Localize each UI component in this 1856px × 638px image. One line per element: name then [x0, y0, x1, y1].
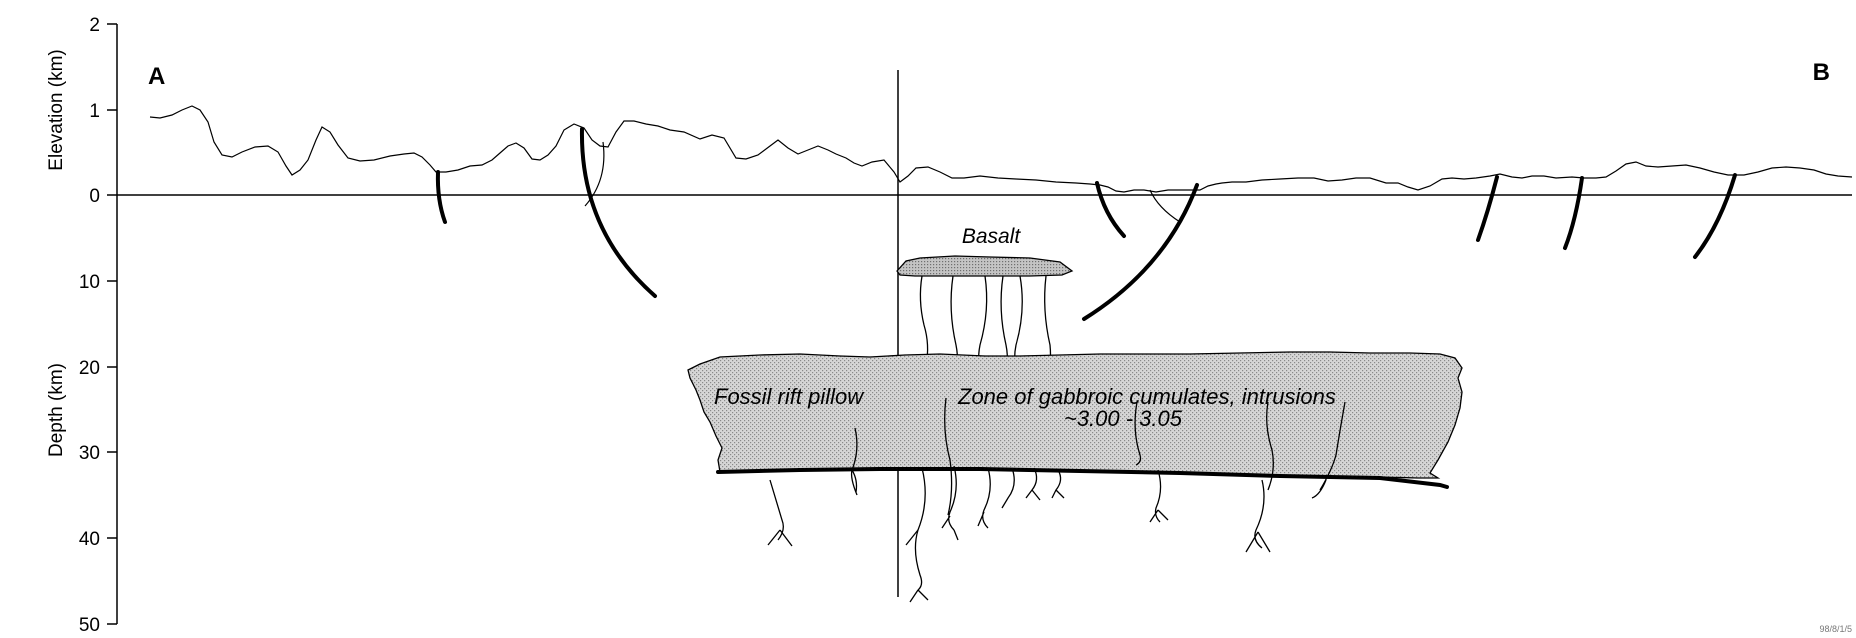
fault-line	[1563, 176, 1584, 250]
splay-line	[1149, 189, 1181, 223]
body-base-line	[716, 467, 1449, 489]
end-label-a: A	[148, 63, 165, 90]
depth-axis-label: Depth (km)	[46, 363, 67, 457]
fault-line	[1095, 181, 1126, 238]
dike	[977, 467, 991, 529]
basalt-label: Basalt	[962, 225, 1022, 248]
depth-tick-label: 30	[79, 443, 100, 464]
topography-profile	[149, 105, 1853, 193]
elevation-ticks: 2 1 0	[89, 15, 117, 207]
fault-line	[1693, 173, 1737, 259]
depth-ticks: 10 20 30 40 50	[79, 272, 117, 636]
splay-line	[584, 141, 605, 207]
elevation-axis-label: Elevation (km)	[46, 49, 67, 170]
depth-tick-label: 20	[79, 358, 100, 379]
dike	[1319, 401, 1346, 491]
fault-line	[1082, 183, 1199, 321]
dike	[1311, 479, 1327, 499]
dike	[1001, 467, 1015, 509]
dike	[1149, 469, 1169, 523]
depth-tick-label: 40	[79, 529, 100, 550]
end-label-b: B	[1813, 59, 1830, 86]
gabbroic-zone-label: Zone of gabbroic cumulates, intrusions	[957, 384, 1336, 409]
dike	[1266, 401, 1274, 491]
dike	[919, 275, 929, 366]
lower-dikes	[767, 465, 1327, 603]
dike	[1245, 479, 1271, 553]
dike	[944, 397, 953, 516]
figure-id: 98/8/1/5	[1819, 624, 1852, 634]
fault-line	[1476, 175, 1499, 242]
gabbroic-body	[687, 351, 1463, 479]
fault-line	[435, 170, 447, 224]
dike	[851, 469, 858, 493]
fault-line	[579, 127, 657, 298]
dike	[909, 589, 929, 603]
dike	[1051, 469, 1065, 499]
dike	[941, 465, 959, 541]
faults	[435, 127, 1737, 321]
dike	[905, 529, 919, 546]
elevation-tick-label: 2	[89, 15, 100, 36]
density-range-label: ~3.00 - 3.05	[1064, 406, 1183, 431]
depth-tick-label: 10	[79, 272, 100, 293]
elevation-tick-label: 1	[89, 101, 100, 122]
basalt-lens	[896, 255, 1074, 277]
elevation-tick-label: 0	[89, 186, 100, 207]
depth-tick-label: 50	[79, 615, 100, 636]
dike	[1025, 467, 1041, 501]
dike	[914, 467, 926, 591]
dike	[1134, 401, 1142, 466]
dike	[767, 479, 793, 547]
fossil-rift-pillow-label: Fossil rift pillow	[714, 384, 865, 409]
